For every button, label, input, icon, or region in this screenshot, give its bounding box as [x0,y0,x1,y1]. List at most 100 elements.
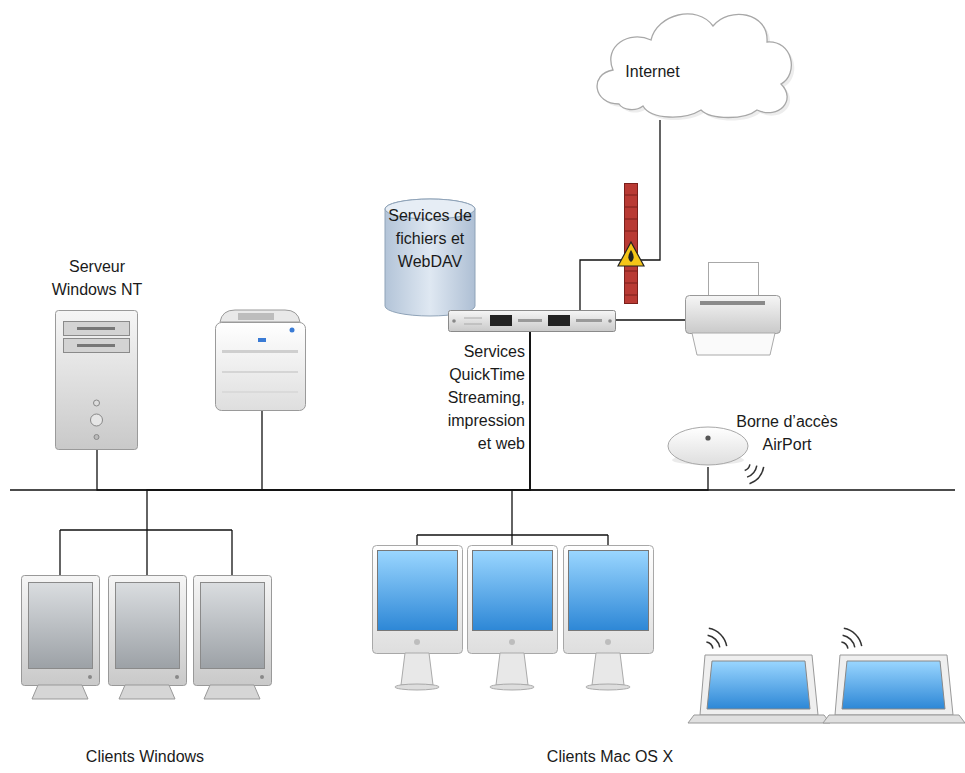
mac-computers [569,551,649,631]
mac-computers [401,653,433,685]
mac-computers [707,661,810,709]
rack-server [608,319,612,323]
windows-monitors [22,576,100,686]
firewall-symbol [625,219,637,220]
windows-monitors [175,675,179,679]
mac-computers [700,655,818,715]
laser-printer [220,310,300,322]
mac-computers [688,715,830,723]
airport-waves [745,464,750,470]
inkjet-printer [700,301,765,305]
windows-monitors [260,675,264,679]
tower-server [94,400,100,406]
mac-computers [843,635,855,647]
rack-server [490,315,512,326]
inkjet-printer [692,333,775,355]
windows-monitors [88,675,92,679]
node-label: Serveur Windows NT [47,255,147,301]
access-point-node: Borne d’accès AirPort [650,410,850,467]
windows-monitors [29,583,93,669]
mac-computers [496,653,528,685]
firewall-symbol [618,184,644,304]
airport-base [668,427,748,465]
mac-computers [708,635,720,647]
mac-computers [842,661,945,709]
mac-computers [841,642,848,649]
inkjet-printer [686,296,781,334]
mac-computers [509,639,515,645]
windows-monitors [32,685,88,699]
network-bus [607,535,608,545]
mac-computers [378,551,458,631]
mac-computers [706,642,713,649]
rack-server [464,318,482,319]
laser-printer [222,392,298,393]
mac-computers [490,684,534,690]
client-group: Clients Mac OS X [360,545,960,767]
firewall-symbol [625,231,637,232]
windows-monitors [116,583,180,669]
mac-computers [586,684,630,690]
tower-server [94,435,99,440]
laser-printer [222,350,298,353]
tower-server [56,311,138,450]
node-label: Clients Mac OS X [510,745,710,768]
tower-server [91,414,103,426]
firewall-symbol [625,295,637,296]
tower-server [64,322,130,336]
mac-computers [468,546,558,654]
cloud-node: Internet [585,0,800,120]
rack-server [448,310,616,332]
node-label: Internet [605,60,700,83]
network-bus [616,319,686,320]
airport-waves [745,464,764,483]
server-node: Serveur Windows NT [47,255,147,450]
mac-computers [414,639,420,645]
server-node: Services QuickTime Streaming, impression… [448,310,616,332]
mac-computers [592,653,624,685]
node-label: Clients Windows [20,745,270,768]
tower-server [77,327,115,330]
laser-printer [290,328,295,333]
windows-monitors [109,576,187,686]
network-link [147,332,530,575]
airport-base [705,435,710,440]
windows-monitors [20,575,270,770]
windows-monitors [201,583,265,669]
mac-computers [844,628,862,646]
inkjet-printer [686,263,781,356]
laser-printer [258,338,266,342]
network-link [580,120,660,310]
internet-cloud [597,14,791,118]
firewall-symbol [625,207,637,208]
laser-printer [238,313,274,320]
tower-server [64,339,130,353]
network-bus [10,320,955,575]
firewall-symbol [625,283,637,284]
rack-server [518,319,542,322]
mac-computers [709,628,727,646]
network-bus [60,529,232,530]
network-link [97,332,530,490]
mac-computers [373,546,463,654]
rack-server [576,319,602,322]
firewall-symbol [625,271,637,272]
network-bus [231,530,232,575]
rack-server [548,315,570,326]
mac-computers [473,551,553,631]
node-label: Borne d’accès AirPort [732,410,842,456]
rack-server [452,319,456,323]
rack-server [449,311,616,332]
mac-computers [823,715,965,723]
storage-node: Services de fichiers et WebDAV [384,198,476,318]
windows-monitors [194,576,272,686]
network-link [530,332,708,490]
windows-monitors [204,685,260,699]
mac-computers [605,639,611,645]
rack-server [464,324,482,325]
airport-waves [750,467,764,484]
firewall-symbol [618,242,644,266]
laser-printer [216,323,306,411]
firewall-symbol [625,195,637,196]
